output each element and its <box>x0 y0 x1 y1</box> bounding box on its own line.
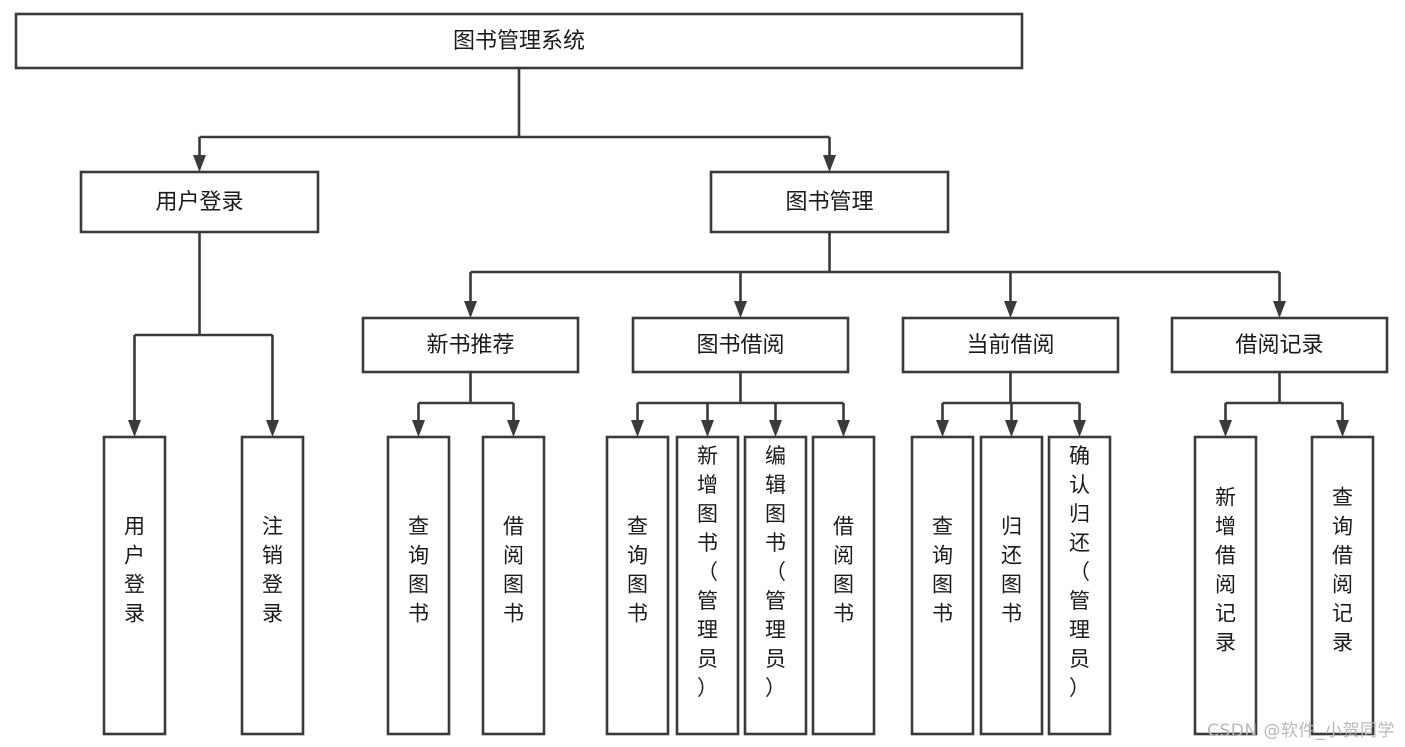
node-leaf-add-book[interactable]: 新增图书（管理员） <box>675 435 740 736</box>
arrow-head-icon <box>769 420 782 437</box>
arrow-head-icon <box>823 155 836 172</box>
node-layer: 图书管理系统用户登录图书管理新书推荐图书借阅当前借阅借阅记录用户登录注销登录查询… <box>14 12 1389 736</box>
node-box[interactable] <box>1193 435 1258 736</box>
arrow-head-icon <box>1005 420 1018 437</box>
node-leaf-query-book-3[interactable]: 查询图书 <box>910 435 975 736</box>
node-label: 编辑图书（管理员） <box>765 444 786 700</box>
node-label: 当前借阅 <box>966 333 1054 358</box>
node-borrow-record[interactable]: 借阅记录 <box>1170 316 1389 374</box>
node-box[interactable] <box>240 435 305 736</box>
node-label: 图书管理 <box>785 190 873 215</box>
node-leaf-borrow-book-1[interactable]: 借阅图书 <box>481 435 546 736</box>
arrow-head-icon <box>701 420 714 437</box>
arrow-head-icon <box>1336 420 1349 437</box>
node-current-borrow[interactable]: 当前借阅 <box>901 316 1120 374</box>
node-label: 查询借阅记录 <box>1332 486 1353 655</box>
node-box[interactable] <box>605 435 670 736</box>
node-label: 归还图书 <box>1001 515 1022 626</box>
node-leaf-query-record[interactable]: 查询借阅记录 <box>1310 435 1375 736</box>
node-leaf-query-book-2[interactable]: 查询图书 <box>605 435 670 736</box>
node-book-manage[interactable]: 图书管理 <box>709 170 950 234</box>
node-box[interactable] <box>709 170 950 234</box>
node-box[interactable] <box>901 316 1120 374</box>
node-label: 图书借阅 <box>696 333 784 358</box>
arrow-head-icon <box>1004 301 1017 318</box>
node-box[interactable] <box>811 435 876 736</box>
node-label: 新增图书（管理员） <box>697 444 718 700</box>
arrow-head-icon <box>1219 420 1232 437</box>
node-box[interactable] <box>102 435 167 736</box>
watermark-text: CSDN @软件_小贺同学 <box>1207 721 1395 741</box>
arrow-head-icon <box>1073 420 1086 437</box>
node-leaf-user-login[interactable]: 用户登录 <box>102 435 167 736</box>
node-box[interactable] <box>743 435 808 736</box>
node-book-borrow[interactable]: 图书借阅 <box>631 316 850 374</box>
node-new-book-rec[interactable]: 新书推荐 <box>361 316 580 374</box>
arrow-head-icon <box>266 420 279 437</box>
node-label: 借阅图书 <box>503 515 524 626</box>
node-box[interactable] <box>910 435 975 736</box>
node-box[interactable] <box>1170 316 1389 374</box>
node-root[interactable]: 图书管理系统 <box>14 12 1024 70</box>
node-box[interactable] <box>675 435 740 736</box>
arrow-head-icon <box>936 420 949 437</box>
node-box[interactable] <box>481 435 546 736</box>
node-box[interactable] <box>386 435 451 736</box>
node-label: 图书管理系统 <box>453 29 585 54</box>
node-box[interactable] <box>979 435 1044 736</box>
arrow-head-icon <box>412 420 425 437</box>
node-leaf-borrow-book-2[interactable]: 借阅图书 <box>811 435 876 736</box>
node-label: 借阅记录 <box>1235 333 1323 358</box>
arrow-head-icon <box>631 420 644 437</box>
arrow-head-icon <box>507 420 520 437</box>
node-box[interactable] <box>14 12 1024 70</box>
node-label: 注销登录 <box>262 515 283 626</box>
node-leaf-query-book-1[interactable]: 查询图书 <box>386 435 451 736</box>
arrow-head-icon <box>837 420 850 437</box>
node-leaf-logout[interactable]: 注销登录 <box>240 435 305 736</box>
node-label: 借阅图书 <box>833 515 854 626</box>
node-label: 用户登录 <box>124 515 145 626</box>
node-box[interactable] <box>1047 435 1112 736</box>
node-label: 新增借阅记录 <box>1215 486 1236 655</box>
node-user-login[interactable]: 用户登录 <box>79 170 320 234</box>
node-label: 用户登录 <box>155 190 243 215</box>
node-leaf-confirm-return[interactable]: 确认归还（管理员） <box>1047 435 1112 736</box>
node-box[interactable] <box>79 170 320 234</box>
node-leaf-edit-book[interactable]: 编辑图书（管理员） <box>743 435 808 736</box>
node-label: 新书推荐 <box>426 333 514 358</box>
node-label: 查询图书 <box>932 515 953 626</box>
arrow-head-icon <box>128 420 141 437</box>
node-label: 查询图书 <box>627 515 648 626</box>
node-leaf-return-book[interactable]: 归还图书 <box>979 435 1044 736</box>
connector-layer <box>128 68 1349 437</box>
arrow-head-icon <box>193 155 206 172</box>
node-label: 查询图书 <box>408 515 429 626</box>
node-box[interactable] <box>1310 435 1375 736</box>
node-box[interactable] <box>361 316 580 374</box>
arrow-head-icon <box>464 301 477 318</box>
node-label: 确认归还（管理员） <box>1069 444 1090 700</box>
arrow-head-icon <box>734 301 747 318</box>
node-leaf-add-record[interactable]: 新增借阅记录 <box>1193 435 1258 736</box>
arrow-head-icon <box>1273 301 1286 318</box>
node-box[interactable] <box>631 316 850 374</box>
